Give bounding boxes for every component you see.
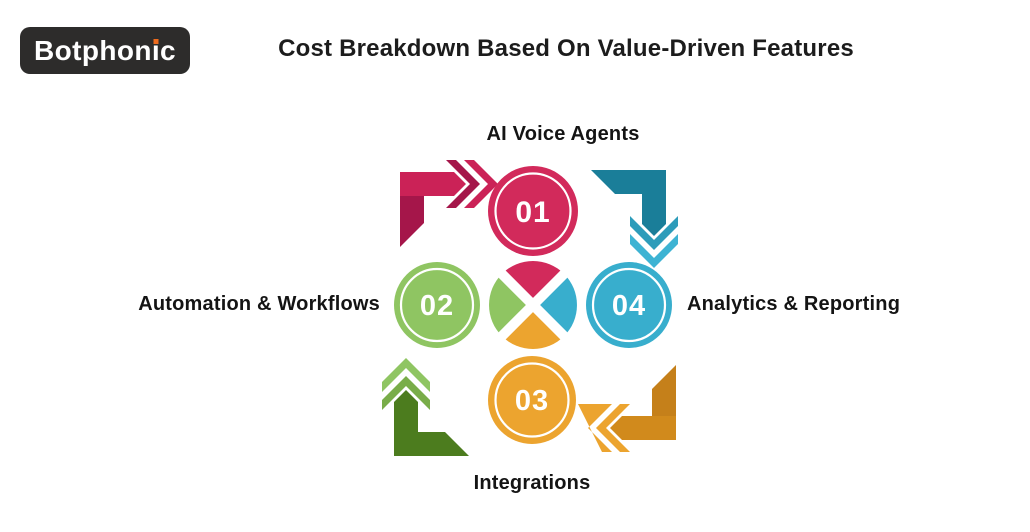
arrow-bar-shape: [394, 390, 418, 456]
logo-letter-i: ı: [152, 35, 160, 67]
arrow-chevron-2: [382, 358, 430, 392]
feature-circle-ring: [494, 172, 572, 250]
feature-label-ai-voice-agents: AI Voice Agents: [486, 123, 640, 145]
feature-circle-ring: [591, 267, 667, 343]
pinwheel-wedge-left: [489, 273, 533, 337]
feature-number: 01: [515, 196, 550, 229]
feature-circle-ring: [494, 362, 570, 438]
feature-node-02: 02: [394, 262, 480, 348]
pinwheel-wedge-bottom: [501, 305, 565, 349]
feature-number: 03: [515, 385, 549, 417]
page-title: Cost Breakdown Based On Value-Driven Fea…: [278, 35, 854, 62]
center-pinwheel-icon: [484, 256, 582, 354]
feature-circle: [394, 262, 480, 348]
arrow-chevron-1: [382, 376, 430, 410]
feature-label-integrations: Integrations: [473, 472, 591, 494]
logo-dotless-i: ı: [151, 34, 161, 66]
feature-label-analytics-reporting: Analytics & Reporting: [687, 293, 901, 315]
arrow-chevron-1: [596, 404, 630, 452]
cycle-arrow-top-left: [400, 160, 498, 247]
arrow-chevron-1: [630, 216, 678, 250]
arrow-chevron-2: [630, 234, 678, 268]
arrow-bar-shape: [642, 170, 666, 236]
cycle-arrow-top-right: [591, 170, 678, 268]
cycle-arrow-bottom-right: [578, 365, 676, 452]
logo-text-tail: c: [160, 34, 177, 66]
arrow-bar-shape: [400, 172, 466, 196]
arrow-bar-shape: [610, 416, 676, 440]
cycle-arrow-bottom-left: [382, 358, 469, 456]
arrow-chevron-2: [464, 160, 498, 208]
feature-number: 02: [420, 290, 454, 322]
feature-circle: [488, 356, 576, 444]
pinwheel-gap-stripe: [484, 256, 582, 354]
feature-circle: [488, 166, 578, 256]
feature-node-01: 01: [488, 166, 578, 256]
logo-i-dot-icon: [153, 38, 159, 44]
arrow-tail-shape: [418, 432, 469, 456]
arrow-chevron-1: [446, 160, 480, 208]
feature-circle: [586, 262, 672, 348]
arrow-tail-shape: [591, 170, 642, 194]
feature-node-04: 04: [586, 262, 672, 348]
arrow-tail-shape: [652, 365, 676, 416]
arrow-chevron-2: [578, 404, 612, 452]
feature-number: 04: [612, 290, 646, 322]
pinwheel-wedge-top: [501, 261, 565, 305]
pinwheel-wedge-right: [533, 273, 577, 337]
arrow-tail-shape: [400, 196, 424, 247]
feature-label-automation-workflows: Automation & Workflows: [138, 293, 380, 315]
logo-text-head: Botphon: [33, 34, 152, 66]
feature-node-03: 03: [488, 356, 576, 444]
feature-circle-ring: [399, 267, 475, 343]
